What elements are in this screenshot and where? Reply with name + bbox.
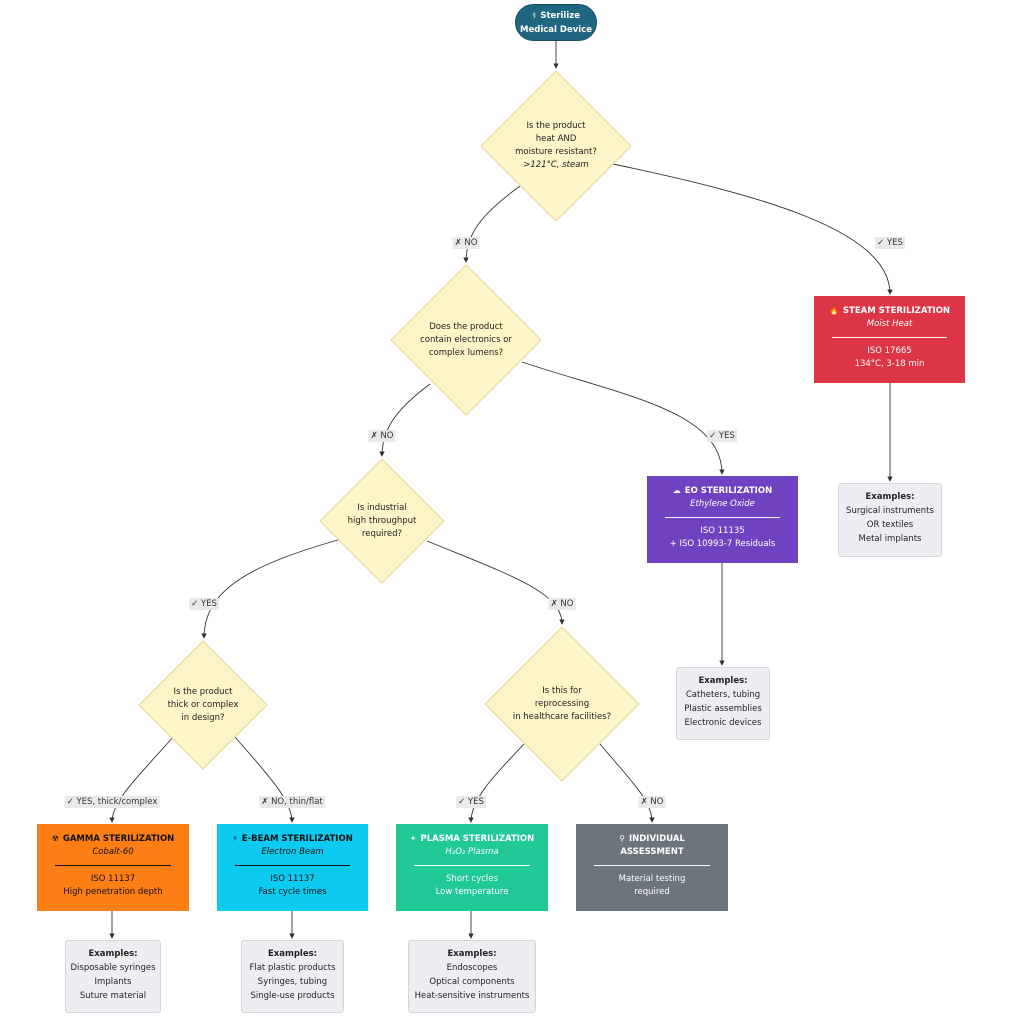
diamond-shape: [484, 626, 640, 782]
edge-label-elec-no: ✗ NO: [368, 430, 396, 442]
divider: [235, 865, 350, 866]
individual-assessment-node: ⚲INDIVIDUAL ASSESSMENT Material testing …: [576, 824, 728, 911]
decision-electronics: Does the product contain electronics or …: [390, 264, 542, 416]
divider: [414, 865, 530, 866]
medical-icon: ⚕: [532, 11, 537, 20]
edge-label-thick-no: ✗ NO, thin/flat: [259, 796, 325, 808]
diamond-shape: [319, 458, 445, 584]
edge-heat-yes: [612, 163, 893, 295]
edge-heat-no: [463, 185, 521, 263]
edge-label-heat-yes: ✓ YES: [875, 237, 905, 249]
divider: [832, 337, 947, 338]
ebeam-examples: Examples: Flat plastic products Syringes…: [241, 940, 344, 1013]
steam-sterilization-node: 🔥STEAM STERILIZATION Moist Heat ISO 1766…: [814, 296, 965, 383]
edge-label-repro-yes: ✓ YES: [456, 796, 486, 808]
edge-repro-yes: [468, 743, 525, 823]
lightning-icon: ⚡: [232, 834, 238, 843]
plasma-sterilization-node: ✦PLASMA STERILIZATION H₂O₂ Plasma Short …: [396, 824, 548, 911]
edge-label-heat-no: ✗ NO: [452, 237, 480, 249]
search-icon: ⚲: [619, 834, 625, 843]
eo-sterilization-node: ☁EO STERILIZATION Ethylene Oxide ISO 111…: [647, 476, 798, 563]
plasma-examples: Examples: Endoscopes Optical components …: [408, 940, 536, 1013]
divider: [594, 865, 710, 866]
edge-label-repro-no: ✗ NO: [638, 796, 666, 808]
decision-reprocessing: Is this for reprocessing in healthcare f…: [484, 626, 640, 782]
gamma-examples: Examples: Disposable syringes Implants S…: [65, 940, 161, 1013]
edge-thru-yes: [201, 539, 339, 639]
decision-heat-resistant: Is the product heat AND moisture resista…: [480, 70, 632, 222]
ebeam-sterilization-node: ⚡E-BEAM STERILIZATION Electron Beam ISO …: [217, 824, 368, 911]
eo-examples: Examples: Catheters, tubing Plastic asse…: [676, 667, 770, 740]
edge-label-thru-no: ✗ NO: [548, 598, 576, 610]
edge-label-thru-yes: ✓ YES: [189, 598, 219, 610]
radiation-icon: ☢: [51, 834, 59, 843]
steam-examples: Examples: Surgical instruments OR textil…: [838, 483, 942, 557]
fire-icon: 🔥: [828, 306, 839, 315]
edge-label-thick-yes: ✓ YES, thick/complex: [64, 796, 160, 808]
plasma-icon: ✦: [409, 834, 417, 843]
decision-thick-complex: Is the product thick or complex in desig…: [138, 640, 268, 770]
edge-thick-no: [234, 736, 295, 823]
edge-repro-no: [599, 743, 655, 823]
start-node: ⚕Sterilize Medical Device: [515, 4, 597, 41]
edge-thru-no: [426, 540, 565, 625]
diamond-shape: [480, 70, 632, 222]
edge-label-elec-yes: ✓ YES: [707, 430, 737, 442]
edge-elec-yes: [521, 361, 725, 475]
decision-throughput: Is industrial high throughput required?: [319, 458, 445, 584]
edge-thick-yes: [109, 736, 174, 823]
divider: [55, 865, 171, 866]
diamond-shape: [138, 640, 268, 770]
edge-elec-no: [379, 383, 431, 457]
divider: [665, 517, 780, 518]
diamond-shape: [390, 264, 542, 416]
cloud-icon: ☁: [672, 486, 681, 495]
gamma-sterilization-node: ☢GAMMA STERILIZATION Cobalt-60 ISO 11137…: [37, 824, 189, 911]
